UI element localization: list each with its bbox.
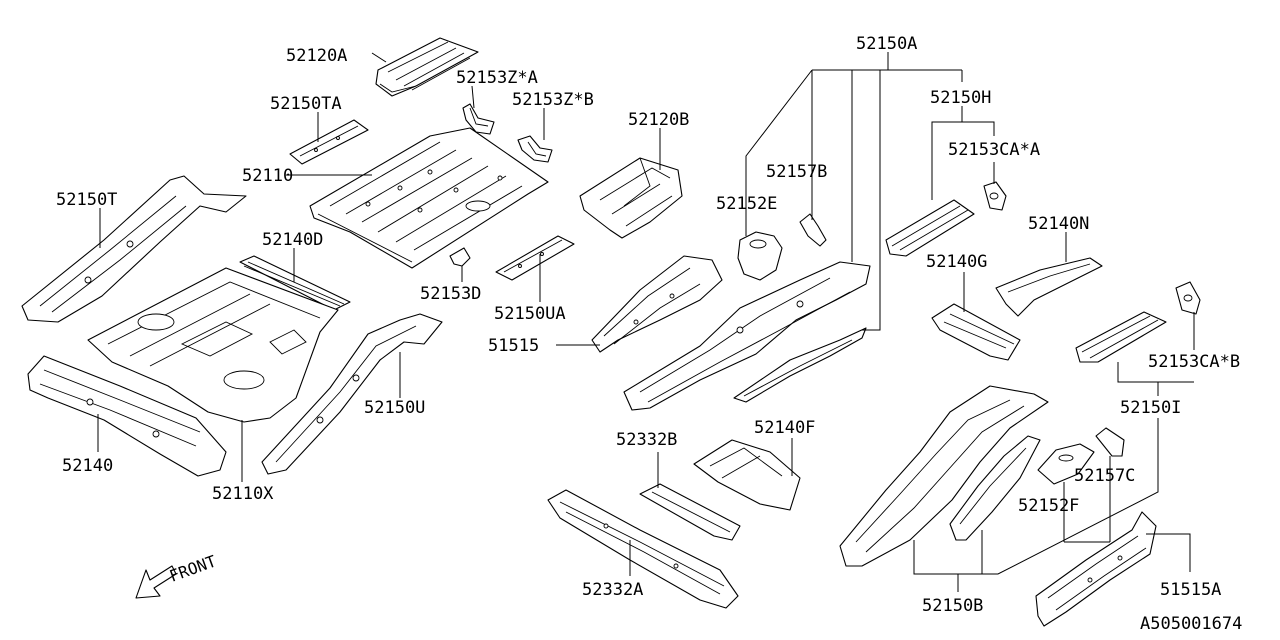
part-52153CAB-drawing	[1175, 281, 1201, 315]
label-52150H: 52150H	[930, 88, 991, 108]
front-label: FRONT	[167, 551, 219, 585]
part-52152F-drawing	[1037, 443, 1095, 485]
part-52157C-drawing	[1095, 427, 1125, 457]
label-52153D: 52153D	[420, 284, 481, 304]
label-52110: 52110	[242, 166, 293, 186]
label-52150UA: 52150UA	[494, 304, 566, 324]
label-52153ZA: 52153Z*A	[456, 68, 538, 88]
part-52110-drawing	[309, 127, 549, 269]
front-arrow	[135, 565, 177, 599]
label-52140N: 52140N	[1028, 214, 1089, 234]
label-52150I: 52150I	[1120, 398, 1181, 418]
part-52332B-drawing	[639, 483, 741, 541]
label-52332A: 52332A	[582, 580, 643, 600]
part-52157B-drawing	[799, 213, 827, 247]
label-52152F: 52152F	[1018, 496, 1079, 516]
part-52140-drawing	[27, 355, 227, 477]
label-52140D: 52140D	[262, 230, 323, 250]
part-51515A-drawing	[1035, 511, 1157, 627]
part-52150H-drawing	[885, 199, 975, 257]
label-52153ZB: 52153Z*B	[512, 90, 594, 110]
label-52157B: 52157B	[766, 162, 827, 182]
part-52150T-drawing	[21, 175, 247, 323]
label-52153CAA: 52153CA*A	[948, 140, 1040, 160]
part-52110X-drawing	[87, 267, 339, 423]
part-52152E-drawing	[737, 231, 783, 281]
part-52120A-drawing	[375, 37, 479, 97]
part-52150U-drawing	[261, 313, 443, 475]
part-52153D-drawing	[449, 247, 471, 267]
label-52150A: 52150A	[856, 34, 917, 54]
part-52153ZA-drawing	[462, 103, 495, 135]
part-52153ZB-drawing	[517, 135, 553, 163]
label-51515A: 51515A	[1160, 580, 1221, 600]
part-52140D-drawing	[239, 255, 351, 311]
part-52140F-drawing	[693, 439, 801, 511]
part-52120B-drawing	[579, 157, 683, 239]
part-52150TA-drawing	[289, 119, 369, 165]
part-52332A-drawing	[547, 489, 739, 609]
label-52157C: 52157C	[1074, 466, 1135, 486]
label-52150T: 52150T	[56, 190, 117, 210]
part-52140N-drawing	[995, 257, 1103, 317]
label-51515: 51515	[488, 336, 539, 356]
label-52332B: 52332B	[616, 430, 677, 450]
part-52153CAA-drawing	[983, 181, 1007, 211]
label-52140: 52140	[62, 456, 113, 476]
label-52120B: 52120B	[628, 110, 689, 130]
part-52150UA-drawing	[495, 235, 575, 281]
label-52150B: 52150B	[922, 596, 983, 616]
label-52140F: 52140F	[754, 418, 815, 438]
part-51515-drawing	[591, 255, 723, 353]
label-52140G: 52140G	[926, 252, 987, 272]
label-52150U: 52150U	[364, 398, 425, 418]
diagram-id: A505001674	[1140, 614, 1242, 634]
label-52152E: 52152E	[716, 194, 777, 214]
part-52150A-drawing	[623, 261, 871, 411]
part-52150B-drawing	[839, 385, 1049, 567]
label-52153CAB: 52153CA*B	[1148, 352, 1240, 372]
leader-lines	[97, 52, 1195, 592]
label-52120A: 52120A	[286, 46, 347, 66]
label-52110X: 52110X	[212, 484, 274, 504]
label-52150TA: 52150TA	[270, 94, 342, 114]
part-52150I-drawing	[1075, 311, 1167, 363]
part-52140G-drawing	[931, 303, 1021, 361]
